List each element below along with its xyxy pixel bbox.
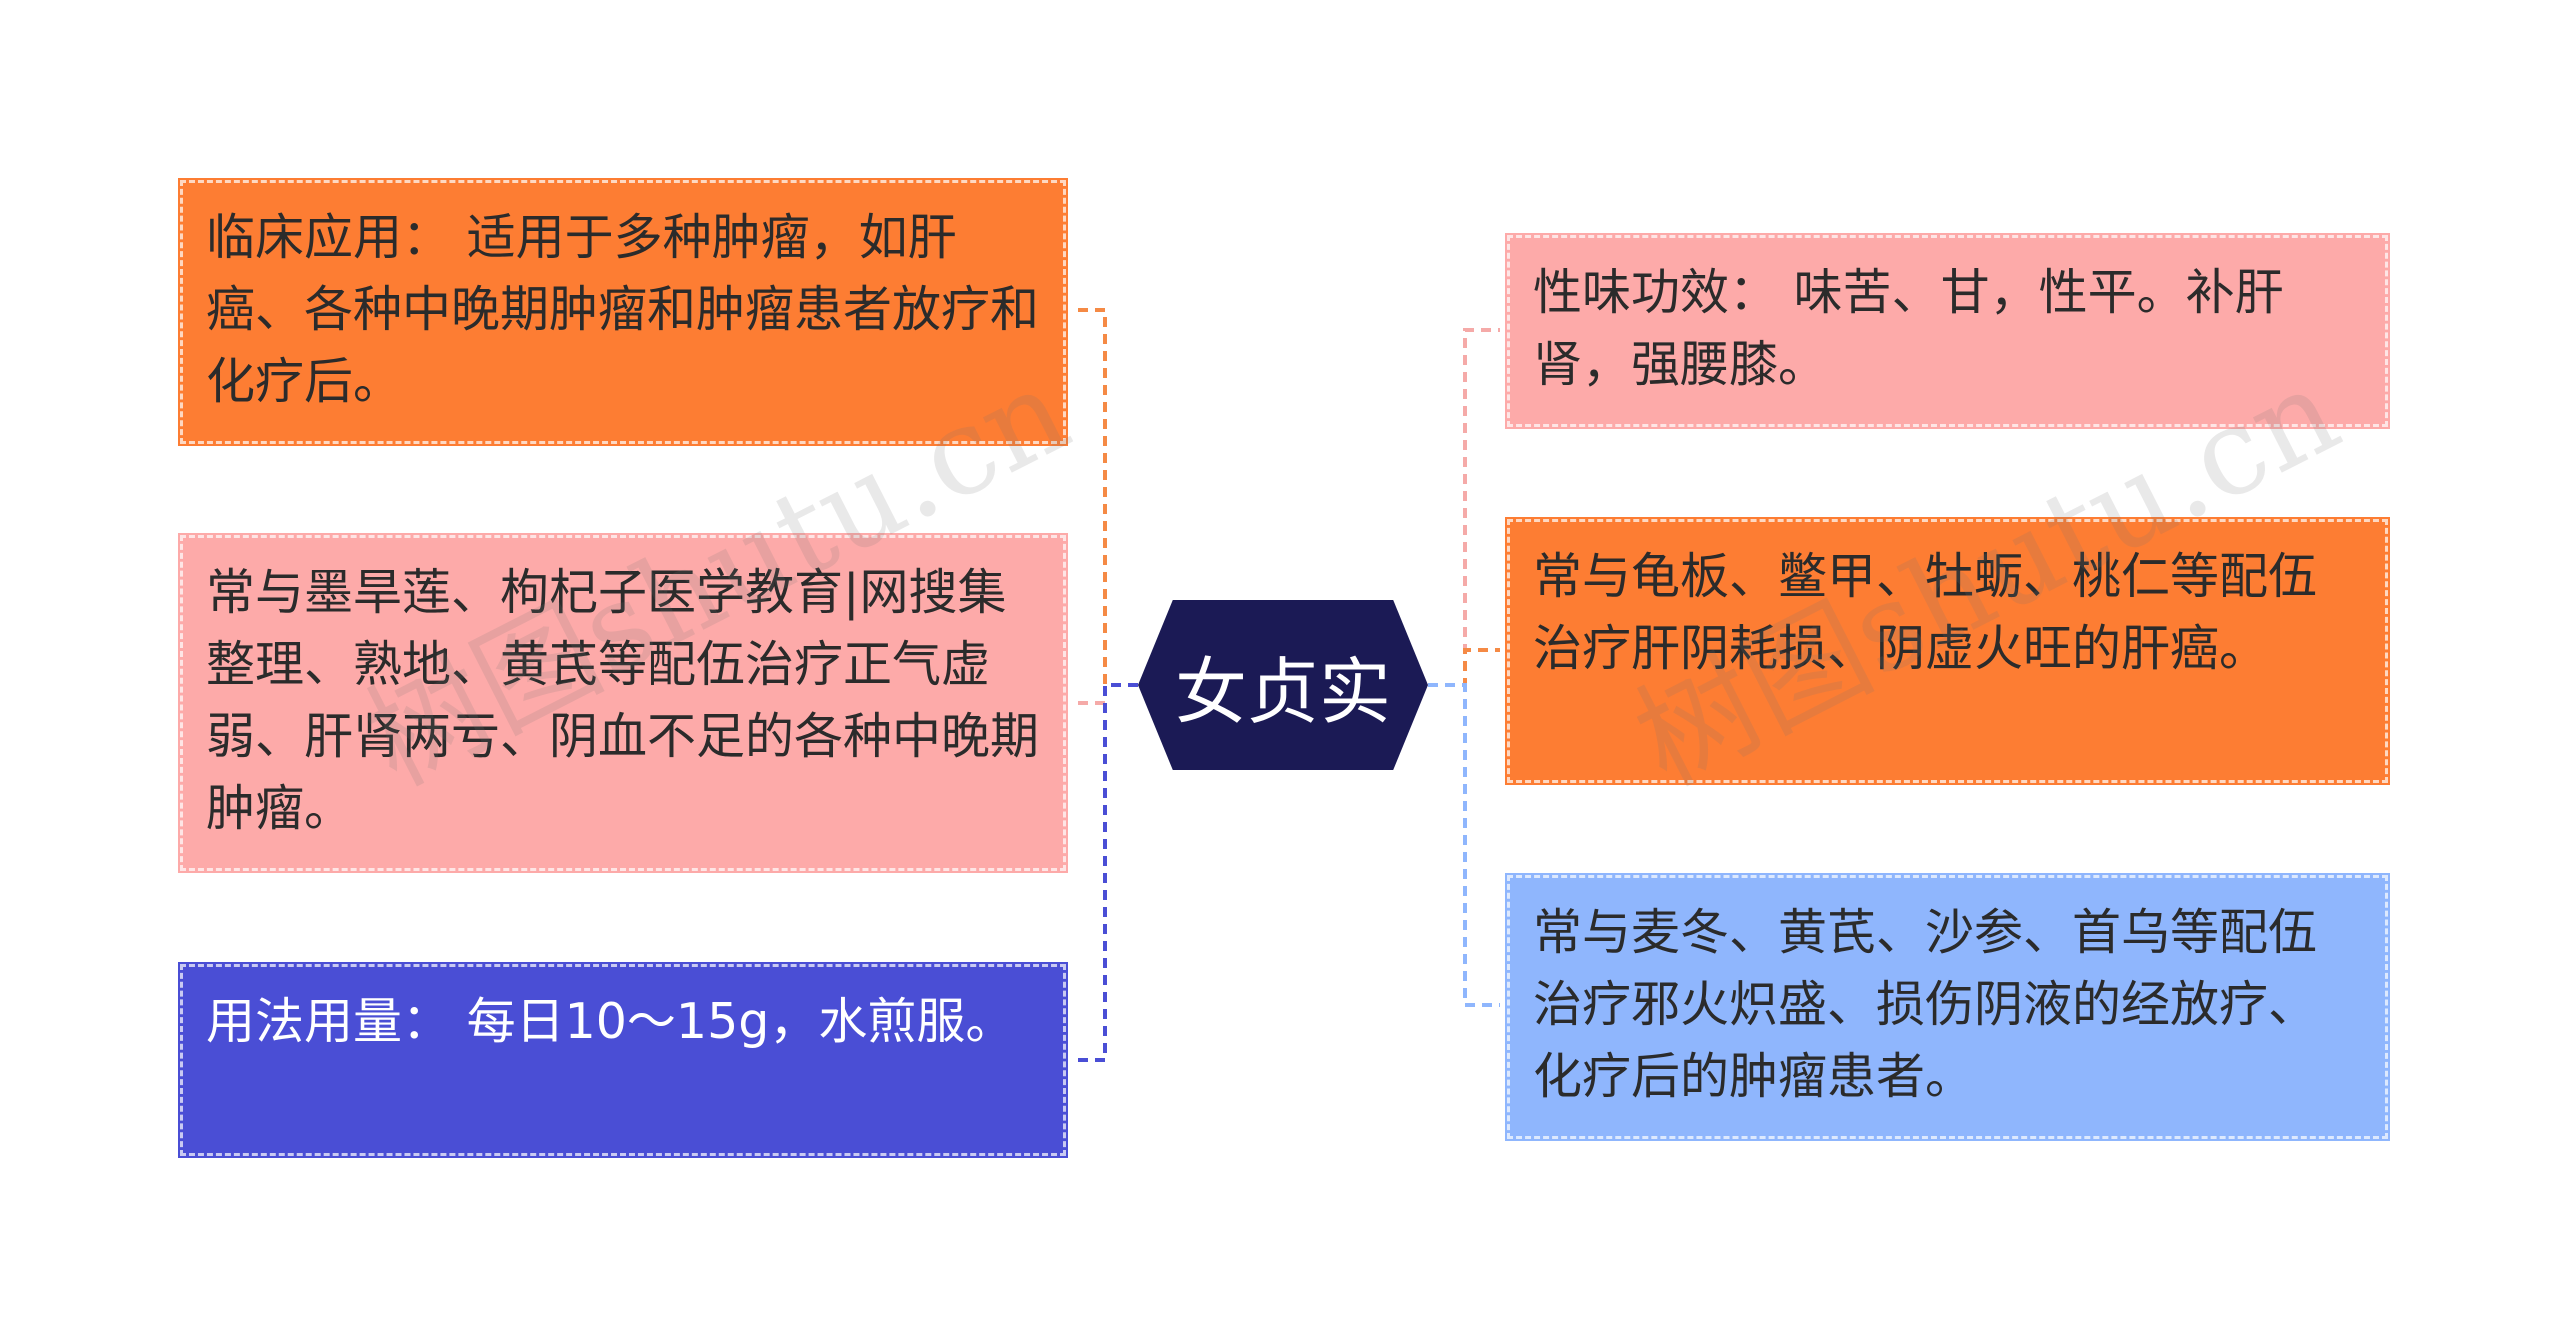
right-node-properties-text: 性味功效： 味苦、甘，性平。补肝肾，强腰膝。 [1533, 264, 2284, 393]
center-node-label: 女贞实 [1174, 649, 1391, 734]
right-node-radiotherapy-text: 常与麦冬、黄芪、沙参、首乌等配伍治疗邪火炽盛、损伤阴液的经放疗、化疗后的肿瘤患者… [1533, 904, 2318, 1105]
connector-right-node-3 [1428, 683, 1500, 1007]
connector-right-node-1 [1428, 328, 1500, 687]
left-node-dosage-text: 用法用量： 每日10～15g，水煎服。 [206, 993, 1015, 1050]
left-node-combination-deficiency[interactable]: 常与墨旱莲、枸杞子医学教育|网搜集整理、熟地、黄芪等配伍治疗正气虚弱、肝肾两亏、… [178, 533, 1068, 873]
left-node-combination-deficiency-text: 常与墨旱莲、枸杞子医学教育|网搜集整理、熟地、黄芪等配伍治疗正气虚弱、肝肾两亏、… [206, 564, 1040, 837]
connector-right-node-2 [1428, 648, 1500, 687]
center-node[interactable]: 女贞实 [1138, 600, 1428, 770]
connector-left-node-3 [1075, 683, 1138, 1062]
right-node-radiotherapy[interactable]: 常与麦冬、黄芪、沙参、首乌等配伍治疗邪火炽盛、损伤阴液的经放疗、化疗后的肿瘤患者… [1505, 873, 2390, 1141]
left-node-clinical-use[interactable]: 临床应用： 适用于多种肿瘤，如肝癌、各种中晚期肿瘤和肿瘤患者放疗和化疗后。 [178, 178, 1068, 446]
right-node-properties[interactable]: 性味功效： 味苦、甘，性平。补肝肾，强腰膝。 [1505, 233, 2390, 429]
left-node-dosage[interactable]: 用法用量： 每日10～15g，水煎服。 [178, 962, 1068, 1158]
right-node-liver-cancer-text: 常与龟板、鳖甲、牡蛎、桃仁等配伍治疗肝阴耗损、阴虚火旺的肝癌。 [1533, 548, 2318, 677]
right-node-liver-cancer[interactable]: 常与龟板、鳖甲、牡蛎、桃仁等配伍治疗肝阴耗损、阴虚火旺的肝癌。 [1505, 517, 2390, 785]
connector-left-node-1 [1075, 308, 1138, 687]
left-node-clinical-use-text: 临床应用： 适用于多种肿瘤，如肝癌、各种中晚期肿瘤和肿瘤患者放疗和化疗后。 [206, 209, 1040, 410]
